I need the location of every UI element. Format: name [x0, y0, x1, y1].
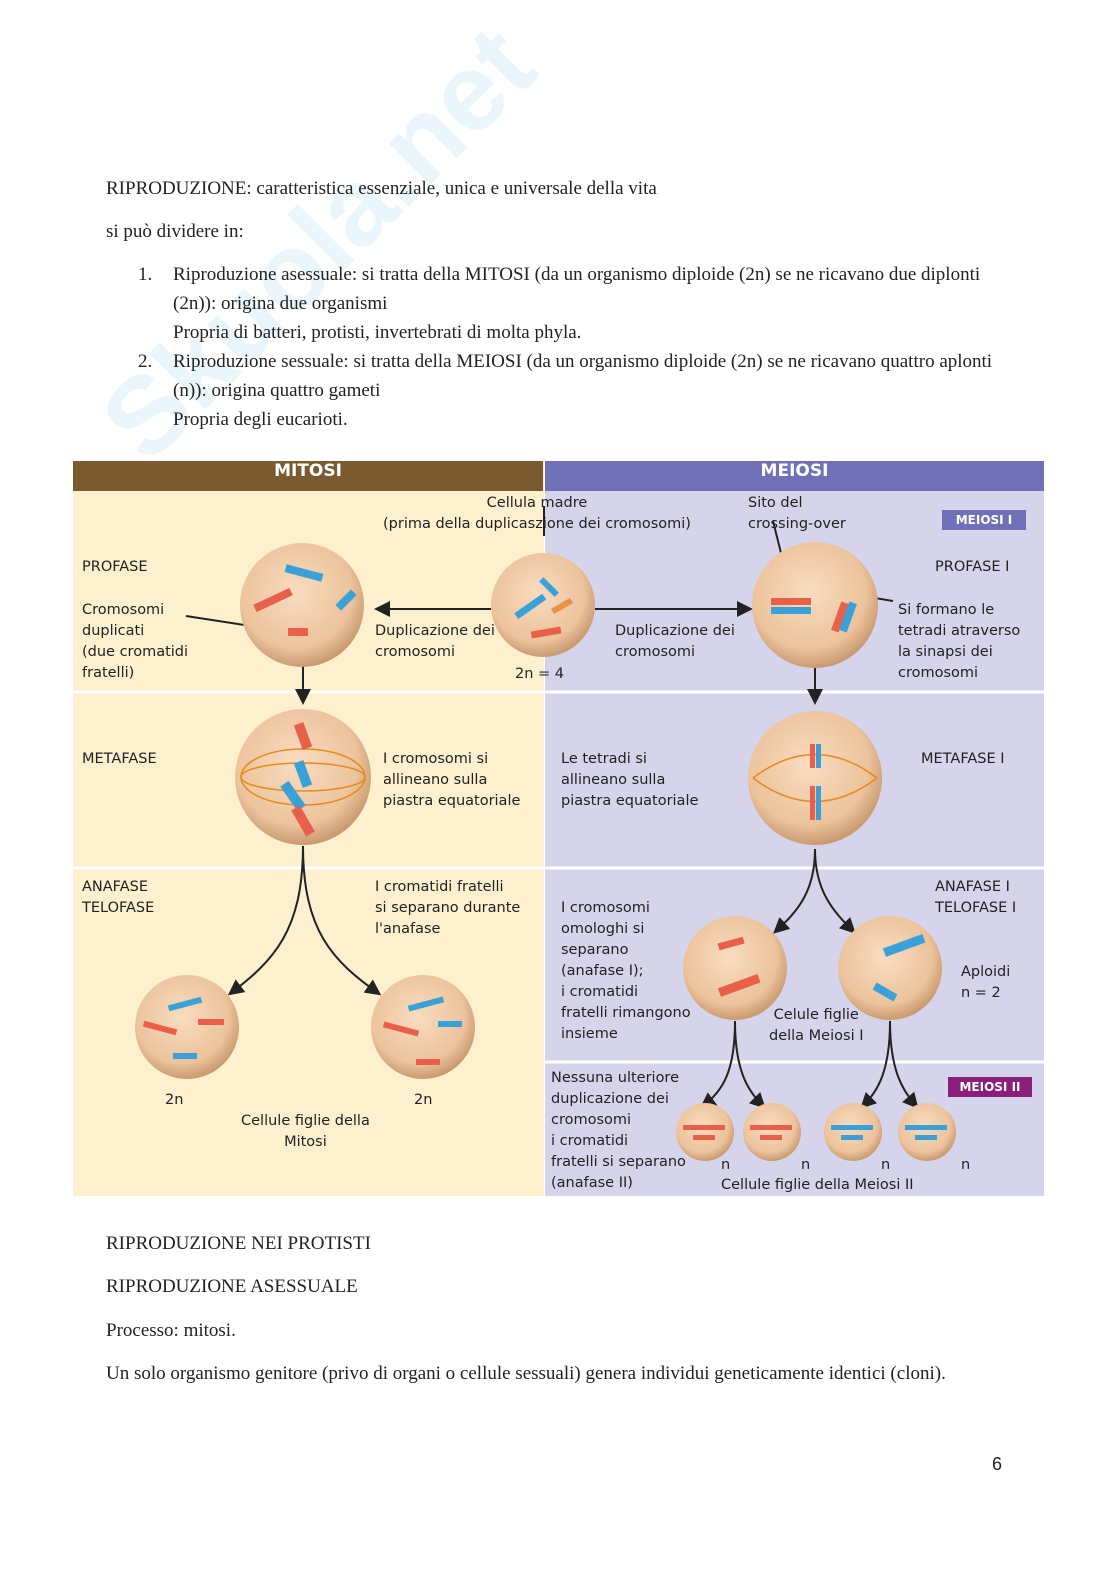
intro-subtitle: si può dividere in: [106, 221, 244, 242]
label-sito: Sito del crossing-over [748, 495, 846, 532]
paragraph-processo: Processo: mitosi. [106, 1320, 236, 1341]
heading-asessuale: RIPRODUZIONE ASESSUALE [106, 1276, 358, 1297]
meiosi2-tag: MEIOSI II [948, 1077, 1032, 1097]
label-figlie-meiosi2: Cellule figlie della Meiosi II [721, 1177, 914, 1193]
mitosis-meiosis-diagram: MITOSI MEIOSI MEIOSI I MEIOSI II Cellula… [73, 461, 1044, 1196]
label-profase1: PROFASE I [935, 559, 1010, 575]
label-celule-figlie1: Celule figlie della Meiosi I [769, 1007, 864, 1044]
diagram-graphics [73, 461, 1044, 1196]
label-metafase: METAFASE [82, 751, 157, 767]
label-aploidi: Aploidi n = 2 [961, 964, 1011, 1001]
meiosi1-tag: MEIOSI I [942, 510, 1026, 530]
meiosi-header: MEIOSI [760, 461, 829, 481]
chromosomes [142, 564, 947, 1140]
label-tetradi-align: Le tetradi si allineano sulla piastra eq… [561, 751, 699, 809]
label-metafase-desc: I cromosomi si allineano sulla piastra e… [383, 751, 521, 809]
list-text: Riproduzione asessuale: si tratta della … [173, 264, 981, 314]
cells [135, 542, 956, 1161]
page-number: 6 [992, 1454, 1003, 1474]
label-cromatidi-sep: I cromatidi fratelli si separano durante… [375, 879, 521, 937]
intro-title: RIPRODUZIONE: caratteristica essenziale,… [106, 178, 657, 199]
mitosi-header-bar [73, 461, 543, 491]
list-text: Propria di batteri, protisti, invertebra… [173, 322, 582, 343]
label-2n-a: 2n [165, 1092, 184, 1108]
list-number: 2. [138, 351, 153, 372]
meiosi-header-bar [545, 461, 1044, 491]
list-text: Propria degli eucarioti. [173, 409, 348, 430]
label-cellula-madre: Cellula madre (prima della duplicaszione… [383, 495, 691, 532]
list-number: 1. [138, 264, 153, 285]
label-anafase-telofase: ANAFASE TELOFASE [82, 879, 155, 916]
heading-protisti: RIPRODUZIONE NEI PROTISTI [106, 1233, 371, 1254]
list-text: Riproduzione sessuale: si tratta della M… [173, 351, 993, 401]
label-n: n [881, 1157, 891, 1173]
label-nessuna: Nessuna ulteriore duplicazione dei cromo… [551, 1070, 686, 1191]
row-dividers [73, 690, 1044, 1064]
label-profase: PROFASE [82, 559, 148, 575]
label-2n4: 2n = 4 [515, 666, 565, 682]
label-n: n [801, 1157, 811, 1173]
list-item: 2. Riproduzione sessuale: si tratta dell… [138, 347, 1018, 434]
label-dup-right: Duplicazione dei cromosomi [615, 623, 735, 660]
label-figlie-mitosi: Cellule figlie della Mitosi [241, 1113, 370, 1150]
mitosi-header: MITOSI [274, 461, 342, 481]
list-item: 1. Riproduzione asessuale: si tratta del… [138, 260, 1018, 347]
label-tetradi: Si formano le tetradi atraverso la sinap… [898, 602, 1021, 681]
label-cromosomi-duplicati: Cromosomi duplicati (due cromatidi frate… [82, 602, 189, 681]
label-n: n [961, 1157, 971, 1173]
label-2n-b: 2n [414, 1092, 433, 1108]
label-dup-left: Duplicazione dei cromosomi [375, 623, 495, 660]
label-n: n [721, 1157, 731, 1173]
label-omologhi: I cromosomi omologhi si separano (anafas… [561, 900, 691, 1042]
arrows [185, 506, 919, 1110]
label-metafase1: METAFASE I [921, 751, 1005, 767]
paragraph-genitore: Un solo organismo genitore (privo di org… [106, 1363, 946, 1384]
label-anafase1: ANAFASE I TELOFASE I [935, 879, 1017, 916]
